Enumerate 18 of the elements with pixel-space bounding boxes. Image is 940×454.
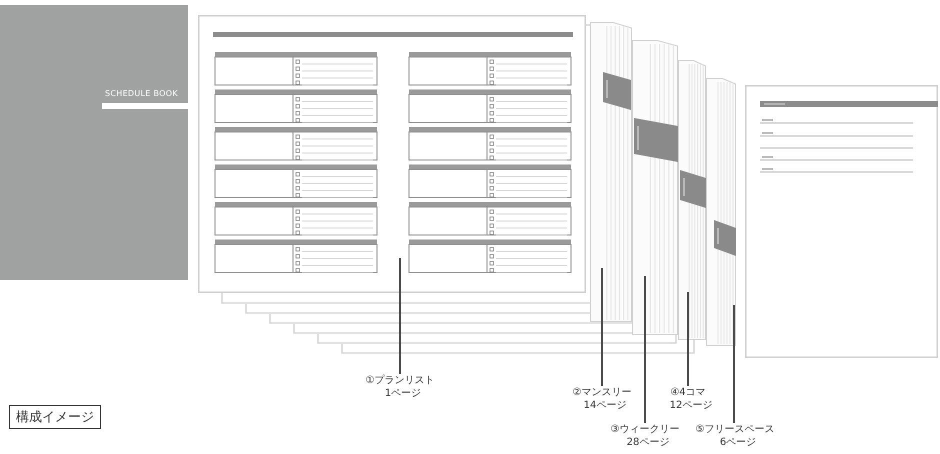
- book-cover: [0, 5, 188, 280]
- cover-title: SCHEDULE BOOK: [105, 89, 178, 98]
- leader-line: [733, 305, 735, 423]
- leader-line: [687, 292, 689, 386]
- title-box: 構成イメージ: [9, 405, 101, 429]
- leader-line: [399, 258, 401, 374]
- section-name: ②マンスリー: [572, 386, 632, 399]
- leader-line: [601, 268, 603, 386]
- page-count: 6ページ: [718, 436, 756, 449]
- section-name: ①プランリスト: [366, 374, 434, 387]
- section-name: ③ウィークリー: [610, 423, 680, 436]
- page-count: 12ページ: [668, 399, 712, 412]
- page-count: 1ページ: [384, 387, 422, 400]
- page-count: 14ページ: [582, 399, 626, 412]
- page-count: 28ページ: [626, 436, 670, 449]
- section-name: ⑤フリースペース: [696, 423, 774, 436]
- leader-line: [644, 276, 646, 423]
- section-name: ④4コマ: [670, 386, 706, 399]
